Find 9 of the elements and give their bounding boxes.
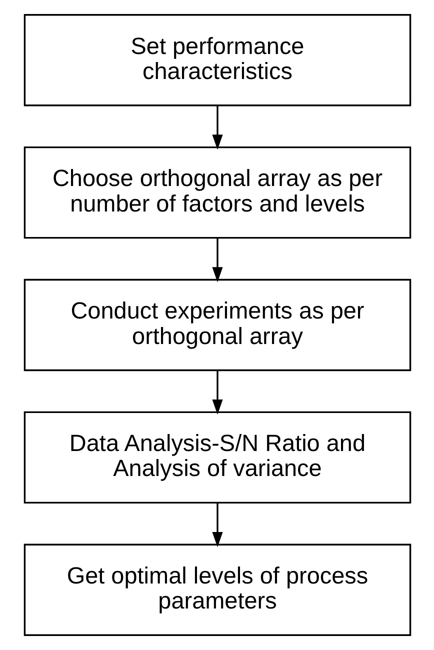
node-box: Set performance characteristics: [23, 14, 411, 106]
node-box: Get optimal levels of process parameters: [23, 544, 411, 636]
arrow: [212, 370, 222, 415]
arrow: [212, 502, 222, 548]
node-box: Choose orthogonal array as per number of factors and levels: [23, 146, 411, 239]
node-box: Data Analysis-S/N Ratio and Analysis of variance: [23, 411, 411, 504]
arrow: [212, 106, 222, 150]
arrow: [212, 238, 222, 282]
node-box: Conduct experiments as per orthogonal array: [23, 278, 411, 372]
